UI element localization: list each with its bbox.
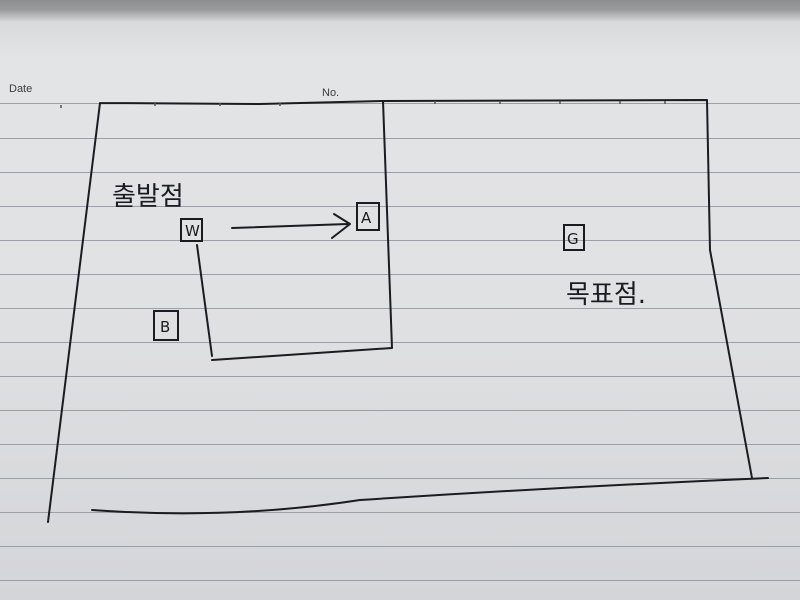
rule-line	[0, 172, 800, 173]
rule-line	[0, 376, 800, 377]
node-b-letter: B	[160, 318, 170, 336]
outer-boundary	[47, 99, 769, 523]
node-b-box	[153, 310, 179, 341]
rule-line	[0, 478, 800, 479]
node-a-box	[356, 202, 380, 231]
rule-line	[0, 274, 800, 275]
node-a-letter: A	[361, 209, 372, 227]
date-label: Date	[9, 83, 33, 95]
rule-line	[0, 240, 800, 241]
start-node-box	[180, 218, 203, 242]
rule-line	[0, 138, 800, 139]
inner-obstacle	[196, 100, 393, 361]
rule-line	[0, 342, 800, 343]
rule-line	[0, 512, 800, 513]
number-label: No.	[322, 87, 340, 99]
rule-line	[0, 206, 800, 207]
rule-line	[0, 444, 800, 445]
rule-line	[0, 103, 800, 104]
rule-line	[0, 410, 800, 411]
rule-line	[0, 546, 800, 547]
goal-node-letter: G	[567, 230, 579, 248]
start-label: 출발점	[112, 182, 184, 212]
rule-line	[0, 308, 800, 309]
goal-node-box	[563, 224, 585, 251]
goal-label: 목표점.	[566, 280, 646, 310]
start-node-letter: W	[185, 222, 200, 240]
arrow-start-to-a	[231, 213, 351, 239]
rule-line	[0, 580, 800, 581]
header-ticks	[60, 101, 666, 108]
